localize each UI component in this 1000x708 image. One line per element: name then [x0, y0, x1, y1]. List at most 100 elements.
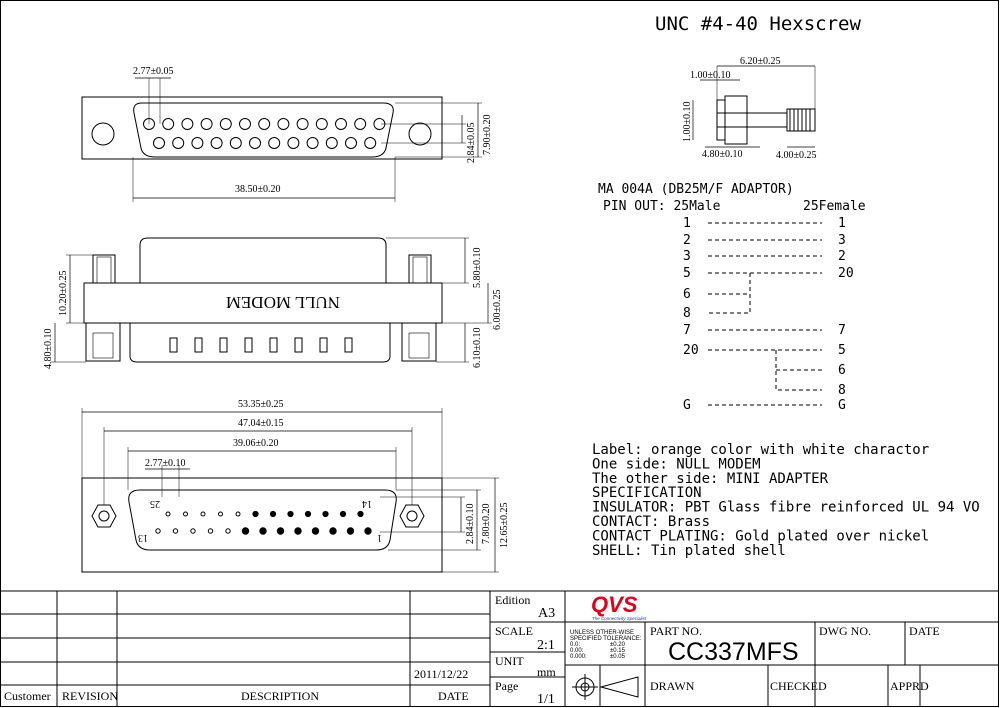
rear-pin — [218, 511, 223, 517]
rear-pin — [165, 511, 171, 517]
spec-line: CONTACT: Brass — [592, 514, 710, 530]
front-pin — [315, 118, 328, 130]
side-pin — [244, 337, 253, 353]
rear-pin — [200, 511, 206, 517]
front-pin — [219, 118, 232, 130]
rear-pin — [322, 510, 329, 518]
tolerance-value: ±0.05 — [610, 654, 626, 660]
tolerance-value: ±0.15 — [610, 648, 626, 654]
side-pin — [294, 337, 303, 353]
tb-edition-value: A3 — [538, 606, 555, 621]
rear-mount: 47.04±0.15 — [238, 418, 284, 429]
pinout-left: 5 — [683, 266, 691, 281]
tb-checked-label: CHECKED — [770, 679, 827, 693]
tolerance-line: SPECIFIED TOLERANCE: — [570, 636, 642, 642]
rear-pin — [311, 527, 320, 535]
tb-revision: REVISION — [62, 689, 118, 703]
front-height: 7.90±0.20 — [482, 115, 493, 156]
side-pin — [194, 337, 203, 353]
tb-customer: Customer — [4, 689, 51, 703]
pinout-right: 7 — [838, 323, 846, 338]
pinout-left: 2 — [683, 233, 691, 248]
tb-scale-label: SCALE — [495, 624, 533, 638]
front-pin — [249, 137, 261, 149]
pinout-right: 5 — [838, 343, 846, 358]
tb-page-label: Page — [495, 679, 518, 693]
null-modem-label: NULL MODEM — [226, 293, 340, 312]
rear-pin — [225, 528, 231, 534]
rear-pin — [241, 527, 250, 535]
front-pin — [296, 118, 309, 130]
front-width: 38.50±0.20 — [235, 184, 281, 195]
tb-date2-label: DATE — [909, 624, 940, 638]
rear-pin — [294, 527, 302, 535]
front-pin — [153, 137, 165, 149]
front-pin — [325, 137, 338, 149]
tb-part-no: CC337MFS — [668, 638, 799, 666]
tolerance-line: UNLESS OTHER-WISE — [570, 630, 634, 636]
hexscrew-title: UNC #4-40 Hexscrew — [655, 13, 861, 35]
spec-line: The other side: MINI ADAPTER — [592, 471, 829, 487]
rear-pin — [190, 528, 196, 534]
spec-line: INSULATOR: PBT Glass fibre reinforced UL… — [592, 500, 980, 516]
tb-description: DESCRIPTION — [241, 689, 319, 703]
pinout-title: MA 004A (DB25M/F ADAPTOR) — [598, 182, 794, 197]
rear-view: 25 14 13 1 53.35±0.25 47.04±0.15 39.06±0… — [81, 399, 510, 573]
pinout-left: 6 — [683, 287, 691, 302]
front-pin — [181, 118, 194, 130]
pinout-left: 20 — [683, 343, 699, 358]
title-block — [0, 590, 999, 707]
spec-line: Label: orange color with white charactor — [592, 442, 929, 458]
front-row-gap: 2.84±0.05 — [466, 123, 477, 164]
title-block-text: Customer REVISION DESCRIPTION DATE 2011/… — [4, 592, 940, 707]
rear-pin — [235, 511, 241, 517]
pinout-left: 8 — [683, 306, 691, 321]
qvs-logo: QVS — [591, 592, 638, 617]
pinout-left: 3 — [683, 249, 691, 264]
rear-pin-14: 14 — [362, 498, 372, 509]
qvs-logo-tag: The Connectivity Specialist — [592, 616, 647, 621]
spec-line: CONTACT PLATING: Gold plated over nickel — [592, 528, 929, 544]
tb-apprd-label: APPRD — [890, 679, 929, 693]
tb-unit-value: mm — [537, 665, 556, 679]
side-pin — [169, 337, 178, 353]
rear-pin-1: 1 — [377, 532, 382, 543]
spec-line: One side: NULL MODEM — [592, 456, 761, 472]
rear-pin — [276, 527, 285, 535]
tb-edition-label: Edition — [495, 593, 530, 607]
pinout-header-left: PIN OUT: 25Male — [603, 199, 721, 214]
tb-unit-label: UNIT — [495, 654, 524, 668]
rear-pin — [346, 527, 355, 535]
front-pin — [345, 137, 357, 149]
pinout-table: MA 004A (DB25M/F ADAPTOR) PIN OUT: 25Mal… — [598, 182, 866, 413]
rear-pin — [155, 528, 161, 534]
side-dim-left-total: 10.20±0.25 — [58, 271, 69, 317]
rear-overall: 53.35±0.25 — [238, 399, 284, 410]
rear-pitch: 2.77±0.10 — [145, 458, 186, 469]
front-view: 2.77±0.05 38.50±0.20 2.84±0.05 7.90±0.20 — [81, 66, 493, 202]
spec-line: SPECIFICATION — [592, 485, 702, 501]
tb-scale-value: 2:1 — [537, 638, 555, 653]
spec-list: Label: orange color with white charactor… — [592, 442, 980, 559]
dim-thread: 4.00±0.25 — [776, 150, 817, 161]
pinout-wiring — [708, 222, 822, 406]
side-view: NULL MODEM 10.20±0.25 4.80±0.10 5.80±0.1… — [43, 237, 503, 370]
rear-shell-h: 7.80±0.20 — [481, 504, 492, 545]
pinout-right: 8 — [838, 383, 846, 398]
rear-pin — [339, 510, 347, 518]
front-pin — [191, 137, 204, 149]
front-pin — [210, 137, 223, 149]
front-pitch: 2.77±0.05 — [133, 66, 174, 77]
front-pin — [258, 118, 271, 130]
side-dim-left-bottom: 4.80±0.10 — [43, 329, 54, 370]
front-pin — [354, 118, 367, 130]
rear-pin — [252, 510, 259, 518]
front-pin — [239, 118, 251, 130]
side-pin — [269, 337, 278, 353]
side-dim-right-bottom: 6.10±0.10 — [472, 328, 483, 369]
tolerance-line: 0.0: — [570, 642, 580, 648]
rear-pin — [172, 528, 179, 534]
